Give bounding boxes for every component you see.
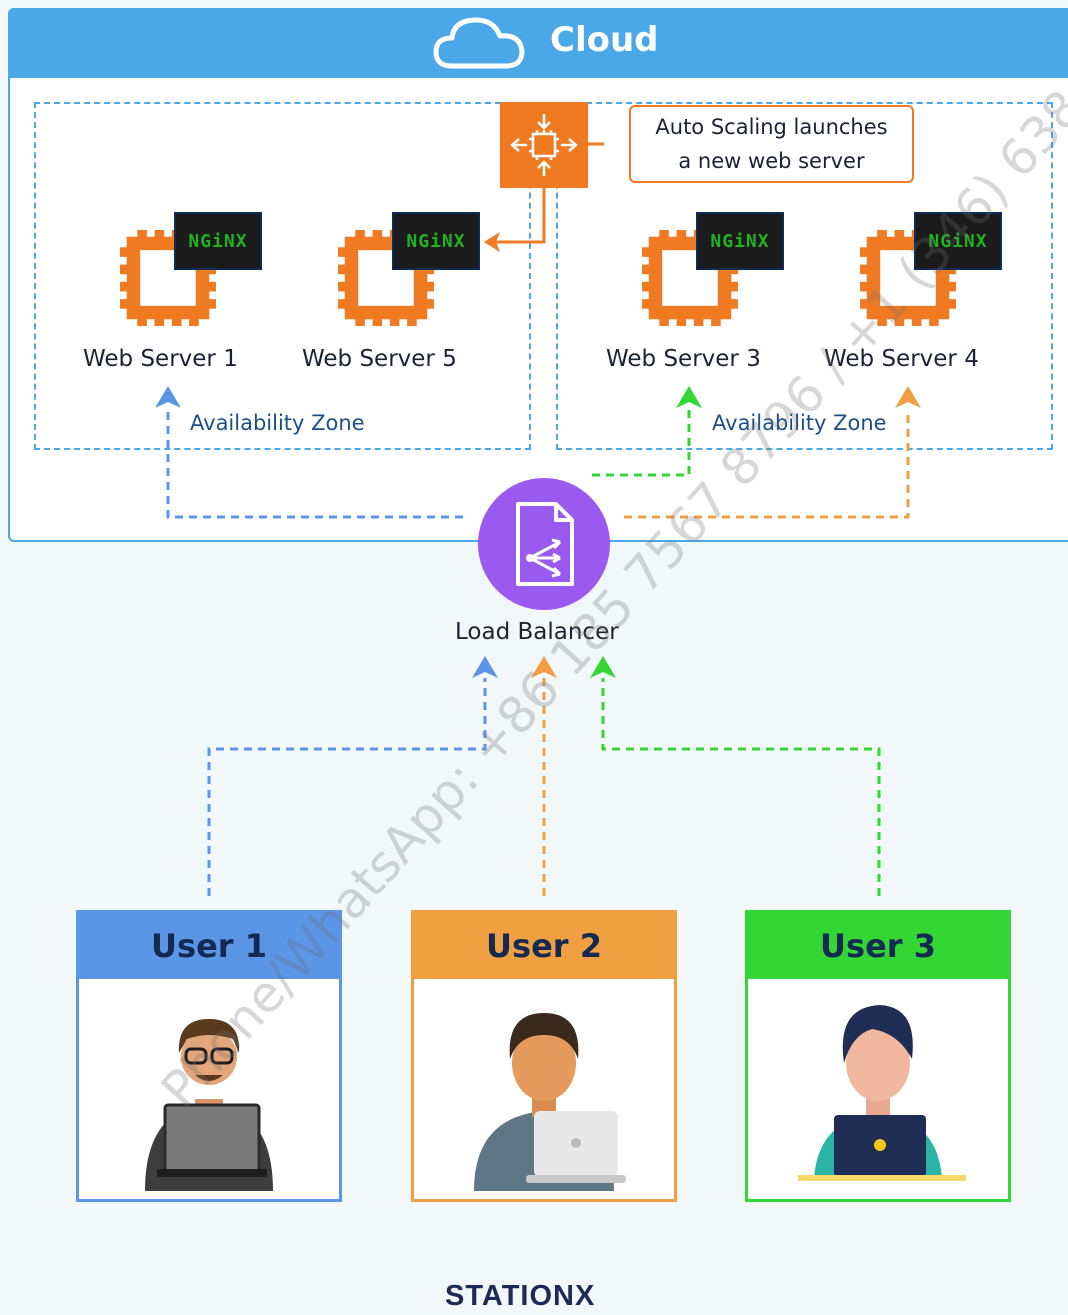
user-2-card: User 2 xyxy=(411,910,677,1202)
nginx-logo: NGiNX xyxy=(696,212,784,270)
web-server-3-label: Web Server 3 xyxy=(606,346,761,372)
user1-traffic-line xyxy=(166,410,487,896)
arrowhead-icon xyxy=(531,656,557,678)
arrowhead-icon xyxy=(590,656,616,678)
web-server-4-label: Web Server 4 xyxy=(824,346,979,372)
callout-line-2: a new web server xyxy=(678,149,865,173)
web-server-5-label: Web Server 5 xyxy=(302,346,457,372)
user-1-title: User 1 xyxy=(79,913,339,979)
user-3-title: User 3 xyxy=(748,913,1008,979)
auto-scaling-callout: Auto Scaling launches a new web server xyxy=(629,105,914,183)
user-3-card: User 3 xyxy=(745,910,1011,1202)
user-2-title: User 2 xyxy=(414,913,674,979)
user-developer-avatar xyxy=(145,1019,273,1191)
cloud-header xyxy=(8,8,1068,78)
user2-traffic-line xyxy=(542,410,910,896)
arrowhead-icon xyxy=(895,386,921,408)
nginx-logo: NGiNX xyxy=(914,212,1002,270)
auto-scaling-icon xyxy=(500,102,588,188)
load-balancer-label: Load Balancer xyxy=(455,619,619,645)
availability-zone-label: Availability Zone xyxy=(190,411,365,435)
availability-zone-label: Availability Zone xyxy=(712,411,887,435)
arrowhead-icon xyxy=(676,386,702,408)
logo-text: STATIONX xyxy=(445,1280,595,1312)
user-1-card: User 1 xyxy=(76,910,342,1202)
autoscale-to-server5-arrow xyxy=(484,142,604,252)
nginx-logo: NGiNX xyxy=(392,212,480,270)
availability-zone-1 xyxy=(34,102,531,450)
callout-line-1: Auto Scaling launches xyxy=(655,115,888,139)
user-laptop-avatar xyxy=(798,1005,966,1181)
arrowhead-icon xyxy=(472,656,498,678)
stationx-logo: STATIONX xyxy=(445,1280,595,1312)
cloud-icon xyxy=(433,17,525,69)
cloud-panel xyxy=(8,8,1068,542)
user3-traffic-line xyxy=(592,410,881,896)
availability-zone-2 xyxy=(556,102,1053,450)
nginx-logo: NGiNX xyxy=(174,212,262,270)
load-balancer-icon xyxy=(478,478,610,610)
web-server-1-label: Web Server 1 xyxy=(83,346,238,372)
user-laptop-avatar xyxy=(474,1013,626,1191)
cloud-title: Cloud xyxy=(550,20,659,60)
arrowhead-icon xyxy=(155,386,181,408)
